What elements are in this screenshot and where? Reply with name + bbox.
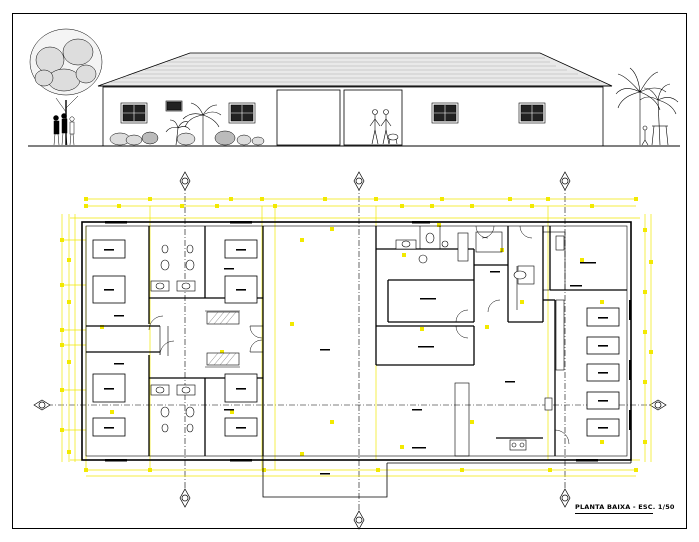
room-label-marks [114,262,596,475]
exterior-walls [81,221,632,461]
bathroom-fixtures [150,232,565,451]
shrubs [109,130,265,146]
tree-left [29,28,103,145]
porch [262,456,632,498]
grid-axis-top [179,171,571,191]
facade-opening-left [276,89,341,146]
drawing-title: PLANTA BAIXA - ESC. 1/50 [575,503,675,511]
palms-right [615,67,679,146]
grid-axis-bottom [179,488,571,530]
facade-wall [102,86,604,147]
sheet-border [12,13,687,529]
interior-details [159,226,566,457]
hatch [207,311,237,366]
door-swings [148,225,570,445]
facade-opening-right [343,89,403,146]
title-underline [575,513,653,514]
front-elevation [28,28,680,147]
people-left [53,113,75,146]
wall-window-marks [105,221,632,462]
grid-axes [36,174,658,520]
people-center [369,109,399,145]
facade-windows [120,100,546,124]
grid-axis-left [33,399,667,411]
dimension-ticks [60,197,653,472]
beds [92,239,620,437]
floor-plan [60,197,653,498]
palms-center [165,102,222,146]
bed-labels [104,249,608,429]
